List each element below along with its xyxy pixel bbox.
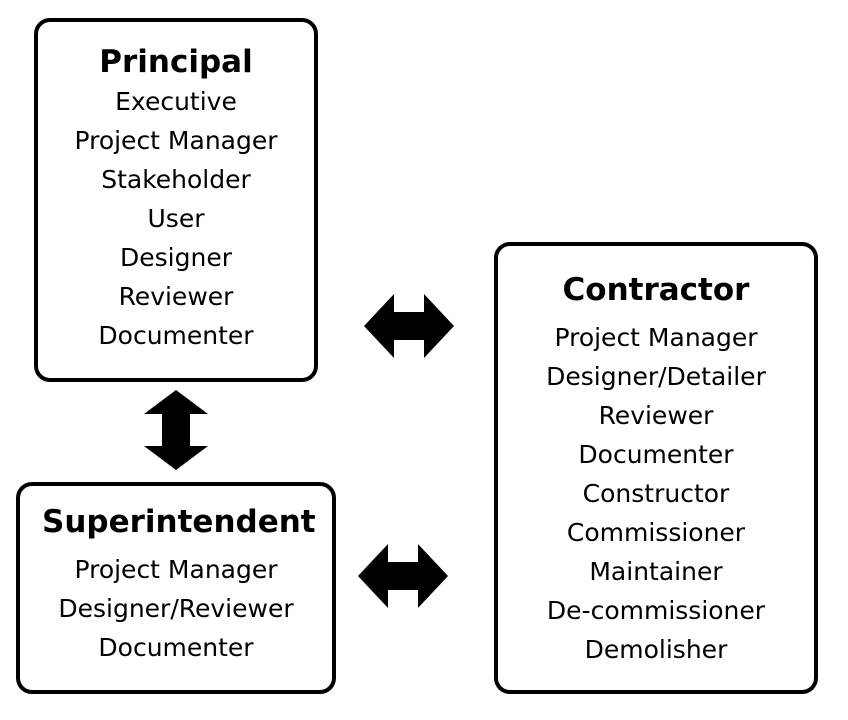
principal-role: Project Manager	[74, 126, 278, 155]
principal-role: Reviewer	[118, 282, 234, 311]
superintendent-role-list: Project Manager Designer/Reviewer Docume…	[20, 550, 332, 667]
contractor-box: Contractor Project Manager Designer/Deta…	[494, 242, 818, 694]
superintendent-role: Documenter	[98, 633, 254, 662]
superintendent-box: Superintendent Project Manager Designer/…	[16, 482, 336, 694]
principal-role: Stakeholder	[101, 165, 251, 194]
arrow-shape	[364, 294, 454, 358]
superintendent-role: Designer/Reviewer	[58, 594, 294, 623]
contractor-title: Contractor	[562, 272, 750, 308]
principal-role: Executive	[115, 87, 237, 116]
principal-role: User	[147, 204, 205, 233]
contractor-role: Demolisher	[584, 635, 728, 664]
contractor-role: De-commissioner	[546, 596, 766, 625]
superintendent-role: Project Manager	[74, 555, 278, 584]
contractor-role: Reviewer	[598, 401, 714, 430]
arrow-shape	[144, 390, 208, 470]
superintendent-title: Superintendent	[42, 504, 316, 540]
double-arrow-horizontal-icon	[358, 544, 448, 608]
principal-role: Designer	[120, 243, 232, 272]
contractor-role: Designer/Detailer	[546, 362, 766, 391]
principal-box: Principal Executive Project Manager Stak…	[34, 18, 318, 382]
principal-role: Documenter	[98, 321, 254, 350]
double-arrow-vertical-icon	[144, 390, 208, 470]
double-arrow-horizontal-icon	[364, 294, 454, 358]
arrow-shape	[358, 544, 448, 608]
contractor-role: Project Manager	[554, 323, 758, 352]
principal-role-list: Executive Project Manager Stakeholder Us…	[38, 82, 314, 355]
contractor-role: Commissioner	[566, 518, 746, 547]
contractor-role: Documenter	[578, 440, 734, 469]
contractor-role-list: Project Manager Designer/Detailer Review…	[498, 318, 814, 669]
principal-title: Principal	[99, 44, 253, 80]
contractor-role: Constructor	[582, 479, 730, 508]
contractor-role: Maintainer	[589, 557, 723, 586]
